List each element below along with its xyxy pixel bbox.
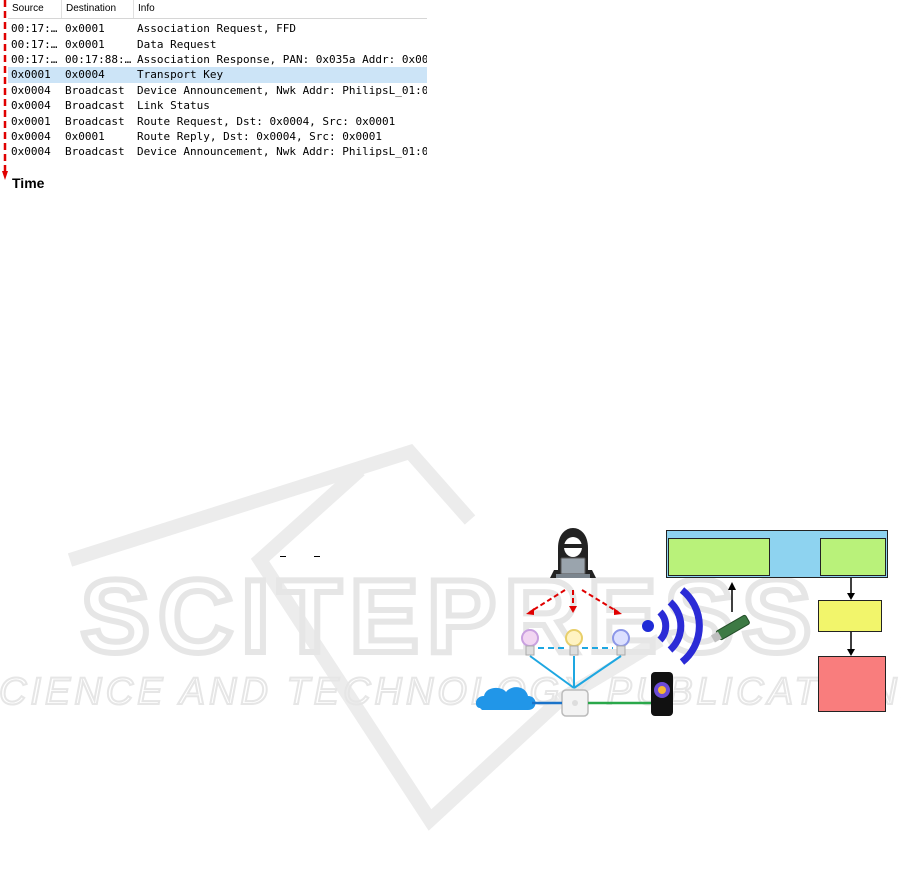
packet-row-selected[interactable]: 0x0001 0x0004 Transport Key [8, 67, 427, 83]
arrowhead-icon [569, 606, 577, 613]
packet-source: 0x0004 [11, 129, 51, 143]
packet-source: 0x0001 [8, 68, 62, 82]
packet-destination: Broadcast [65, 99, 125, 113]
packet-info: Link Status [137, 99, 210, 113]
processing-stage-box [820, 538, 886, 576]
packet-row[interactable]: 0x0004 Broadcast Device Announcement, Nw… [8, 83, 427, 98]
bulb-icon [565, 629, 583, 656]
packet-info: Association Request, FFD [137, 22, 296, 36]
packet-info: Route Request, Dst: 0x0004, Src: 0x0001 [137, 114, 396, 128]
packet-list-header: Source Destination Info [8, 0, 427, 19]
column-header-info[interactable]: Info [138, 3, 155, 14]
bulb-icon [521, 629, 539, 656]
bulb-icon [612, 629, 630, 656]
column-header-source[interactable]: Source [8, 0, 62, 18]
divider [280, 556, 286, 557]
packet-row[interactable]: 0x0004 0x0001 Route Reply, Dst: 0x0004, … [8, 129, 427, 144]
packet-row[interactable]: 00:17:… 00:17:88:… Association Response,… [8, 52, 427, 67]
packet-source: 0x0001 [11, 114, 51, 128]
usb-sniffer-icon [710, 614, 750, 643]
packet-row[interactable]: 0x0004 Broadcast Device Announcement, Nw… [8, 144, 427, 159]
alert-stage-box [818, 656, 886, 712]
arrowhead-icon [728, 582, 736, 590]
packet-info: Data Request [137, 37, 217, 51]
packet-source: 0x0004 [11, 99, 51, 113]
divider [314, 556, 320, 557]
radio-waves-icon [642, 587, 703, 665]
phone-icon [651, 672, 673, 716]
cloud-icon [475, 687, 536, 710]
packet-info: Device Announcement, Nwk Addr: PhilipsL_… [137, 83, 427, 97]
packet-destination: 0x0001 [65, 37, 105, 51]
packet-destination: 0x0004 [62, 68, 134, 82]
packet-row[interactable]: 00:17:… 0x0001 Association Request, FFD [8, 21, 427, 36]
packet-source: 0x0004 [11, 83, 51, 97]
packet-destination: Broadcast [65, 114, 125, 128]
arrowhead-icon [847, 649, 855, 656]
packet-info: Association Response, PAN: 0x035a Addr: … [137, 52, 427, 66]
zigbee-link [573, 655, 622, 689]
packet-rows: 00:17:… 0x0001 Association Request, FFD … [8, 21, 427, 160]
packet-destination: 0x0001 [65, 22, 105, 36]
packet-info: Transport Key [134, 68, 427, 82]
attack-diagram [470, 520, 890, 735]
detection-stage-box [818, 600, 882, 632]
packet-destination: Broadcast [65, 145, 125, 159]
packet-source: 00:17:… [11, 52, 58, 66]
packet-source: 00:17:… [11, 37, 58, 51]
attack-arrows [529, 589, 619, 613]
capture-stage-box [668, 538, 770, 576]
packet-info: Device Announcement, Nwk Addr: PhilipsL_… [137, 145, 427, 159]
packet-destination: 00:17:88:… [65, 52, 132, 66]
network-graphic [475, 528, 855, 717]
column-header-destination[interactable]: Destination [62, 0, 134, 18]
packet-row[interactable]: 0x0001 Broadcast Route Request, Dst: 0x0… [8, 113, 427, 128]
packet-destination: Broadcast [65, 83, 125, 97]
packet-source: 00:17:… [11, 22, 58, 36]
arrowhead-icon [847, 593, 855, 600]
packet-source: 0x0004 [11, 145, 51, 159]
zigbee-link [529, 655, 575, 689]
packet-row[interactable]: 00:17:… 0x0001 Data Request [8, 36, 427, 51]
packet-destination: 0x0001 [65, 129, 105, 143]
time-label: Time [12, 175, 45, 191]
packet-row[interactable]: 0x0004 Broadcast Link Status [8, 98, 427, 113]
time-arrow-icon [2, 0, 8, 180]
packet-list: Source Destination Info 00:17:… 0x0001 A… [8, 0, 427, 190]
packet-info: Route Reply, Dst: 0x0004, Src: 0x0001 [137, 129, 383, 143]
arrowhead-icon [614, 608, 622, 615]
laptop-icon [556, 557, 590, 578]
arrowhead-icon [526, 608, 534, 615]
